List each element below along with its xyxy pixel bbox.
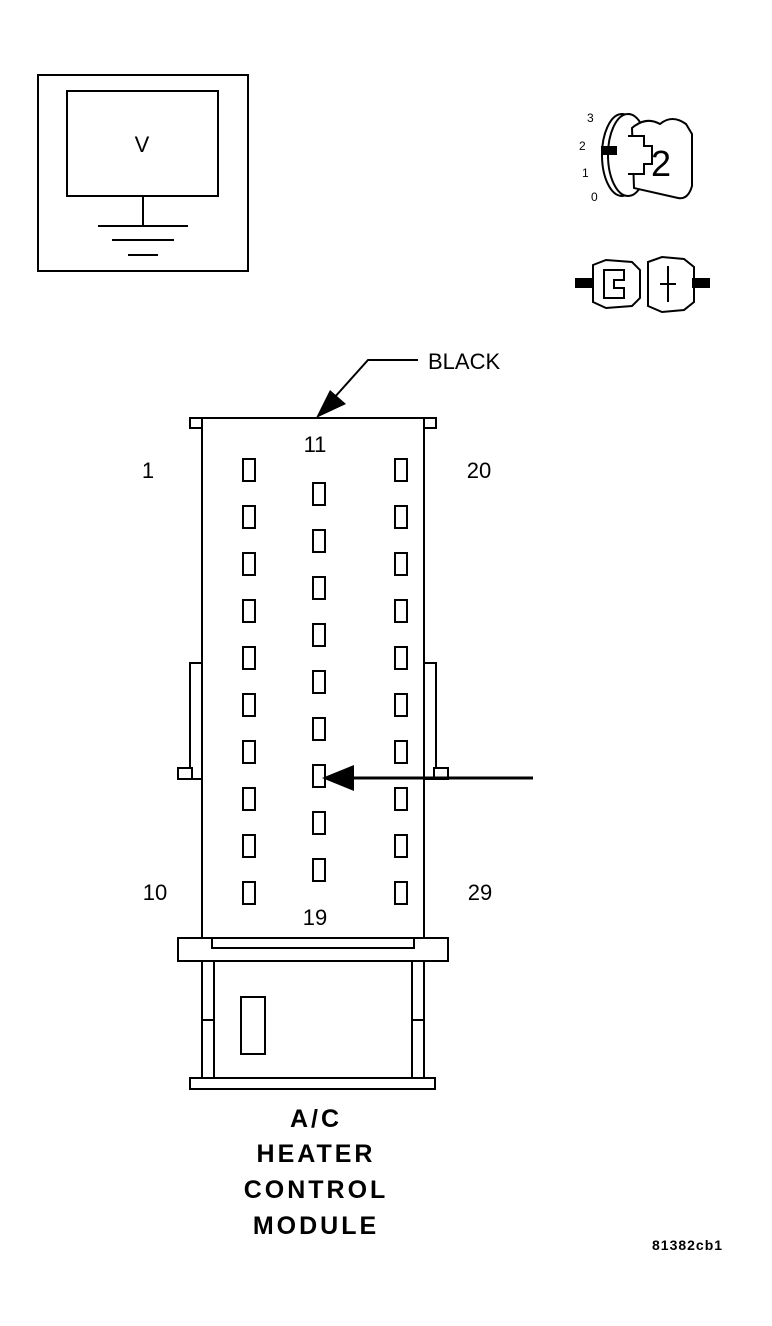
pin-indicator-arrow <box>322 765 533 791</box>
pin-cavity-19 <box>312 858 326 882</box>
pin-cavity-21 <box>394 505 408 529</box>
pin-cavity-29 <box>394 881 408 905</box>
pin-cavity-1 <box>242 458 256 482</box>
pin-cavity-15 <box>312 670 326 694</box>
key-position-0: 0 <box>591 190 598 204</box>
pin-cavity-12 <box>312 529 326 553</box>
key-position-2: 2 <box>579 139 586 153</box>
pin-cavities <box>242 458 408 905</box>
pin-label-1: 1 <box>142 458 154 483</box>
pin-cavity-18 <box>312 811 326 835</box>
pin-cavity-27 <box>394 787 408 811</box>
pin-number-labels: 1 11 20 10 19 29 <box>142 432 492 930</box>
connector-color-label: BLACK <box>428 349 500 374</box>
pin-cavity-11 <box>312 482 326 506</box>
pin-label-10: 10 <box>143 880 167 905</box>
title-line-3: CONTROL <box>244 1176 389 1204</box>
pin-cavity-5 <box>242 646 256 670</box>
pin-label-19: 19 <box>303 905 327 930</box>
meter-symbol: V <box>135 132 150 157</box>
figure-reference-code: 81382cb1 <box>652 1237 723 1253</box>
title-line-2: HEATER <box>257 1140 376 1168</box>
pin-cavity-2 <box>242 505 256 529</box>
key-position-3: 3 <box>587 111 594 125</box>
pin-cavity-7 <box>242 740 256 764</box>
voltmeter-icon: V <box>37 74 249 272</box>
title-line-1: A/C <box>290 1105 342 1133</box>
pin-label-29: 29 <box>468 880 492 905</box>
key-position-1: 1 <box>582 166 589 180</box>
pin-cavity-3 <box>242 552 256 576</box>
pin-cavity-16 <box>312 717 326 741</box>
pin-cavity-25 <box>394 693 408 717</box>
pin-label-11: 11 <box>304 432 327 457</box>
pin-cavity-14 <box>312 623 326 647</box>
pin-cavity-10 <box>242 881 256 905</box>
ignition-key-icon: 3 2 1 0 2 <box>579 111 693 204</box>
pin-cavity-22 <box>394 552 408 576</box>
title-line-4: MODULE <box>253 1212 379 1240</box>
pin-cavity-23 <box>394 599 408 623</box>
pin-cavity-6 <box>242 693 256 717</box>
pin-cavity-17 <box>312 764 326 788</box>
pin-cavity-28 <box>394 834 408 858</box>
disconnected-connector-icon <box>575 255 710 314</box>
pin-cavity-9 <box>242 834 256 858</box>
pin-cavity-13 <box>312 576 326 600</box>
pin-cavity-24 <box>394 646 408 670</box>
pin-label-20: 20 <box>467 458 491 483</box>
connector-color-callout: BLACK <box>316 349 500 418</box>
pin-cavity-26 <box>394 740 408 764</box>
pin-cavity-4 <box>242 599 256 623</box>
component-title: A/C HEATER CONTROL MODULE <box>244 1105 389 1240</box>
pin-cavity-8 <box>242 787 256 811</box>
key-selected-position: 2 <box>651 143 671 184</box>
pin-cavity-20 <box>394 458 408 482</box>
